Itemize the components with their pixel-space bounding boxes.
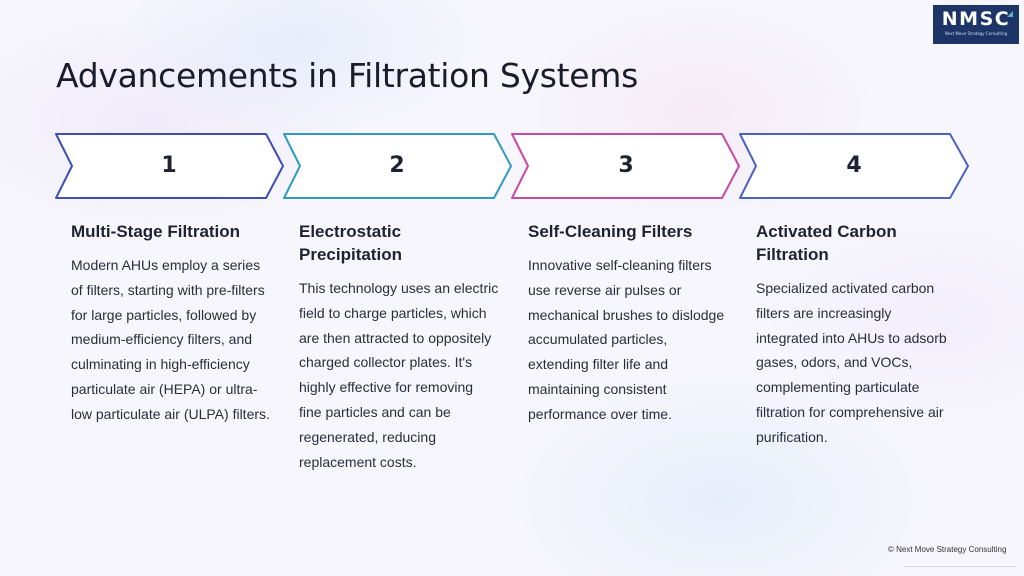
step-1-description: Modern AHUs employ a series of filters, … (71, 257, 270, 422)
copyright-footer: © Next Move Strategy Consulting (888, 545, 1007, 554)
step-4-heading: Activated Carbon Filtration (756, 222, 897, 264)
step-1-number: 1 (161, 153, 177, 178)
step-3-card: Self-Cleaning Filters Innovative self-cl… (528, 220, 733, 427)
step-4-description: Specialized activated carbon filters are… (756, 280, 947, 445)
step-4-card: Activated Carbon Filtration Specialized … (756, 220, 961, 450)
step-2-card: Electrostatic Precipitation This technol… (299, 220, 504, 474)
company-logo: NMSC Next Move Strategy Consulting (933, 5, 1019, 44)
footer-divider (905, 566, 1015, 567)
step-1-card: Multi-Stage Filtration Modern AHUs emplo… (71, 220, 276, 427)
step-2-description: This technology uses an electric field t… (299, 280, 499, 470)
step-2-heading: Electrostatic Precipitation (299, 222, 402, 264)
logo-accent-icon (1007, 11, 1013, 17)
step-3-description: Innovative self-cleaning filters use rev… (528, 257, 725, 422)
page-title: Advancements in Filtration Systems (56, 56, 639, 95)
step-3-heading: Self-Cleaning Filters (528, 222, 693, 241)
step-4-number: 4 (846, 153, 862, 178)
logo-mark: NMSC (941, 8, 1011, 30)
step-3-number: 3 (618, 153, 634, 178)
logo-tagline: Next Move Strategy Consulting (944, 31, 1008, 36)
step-2-number: 2 (389, 153, 405, 178)
step-1-heading: Multi-Stage Filtration (71, 222, 241, 241)
